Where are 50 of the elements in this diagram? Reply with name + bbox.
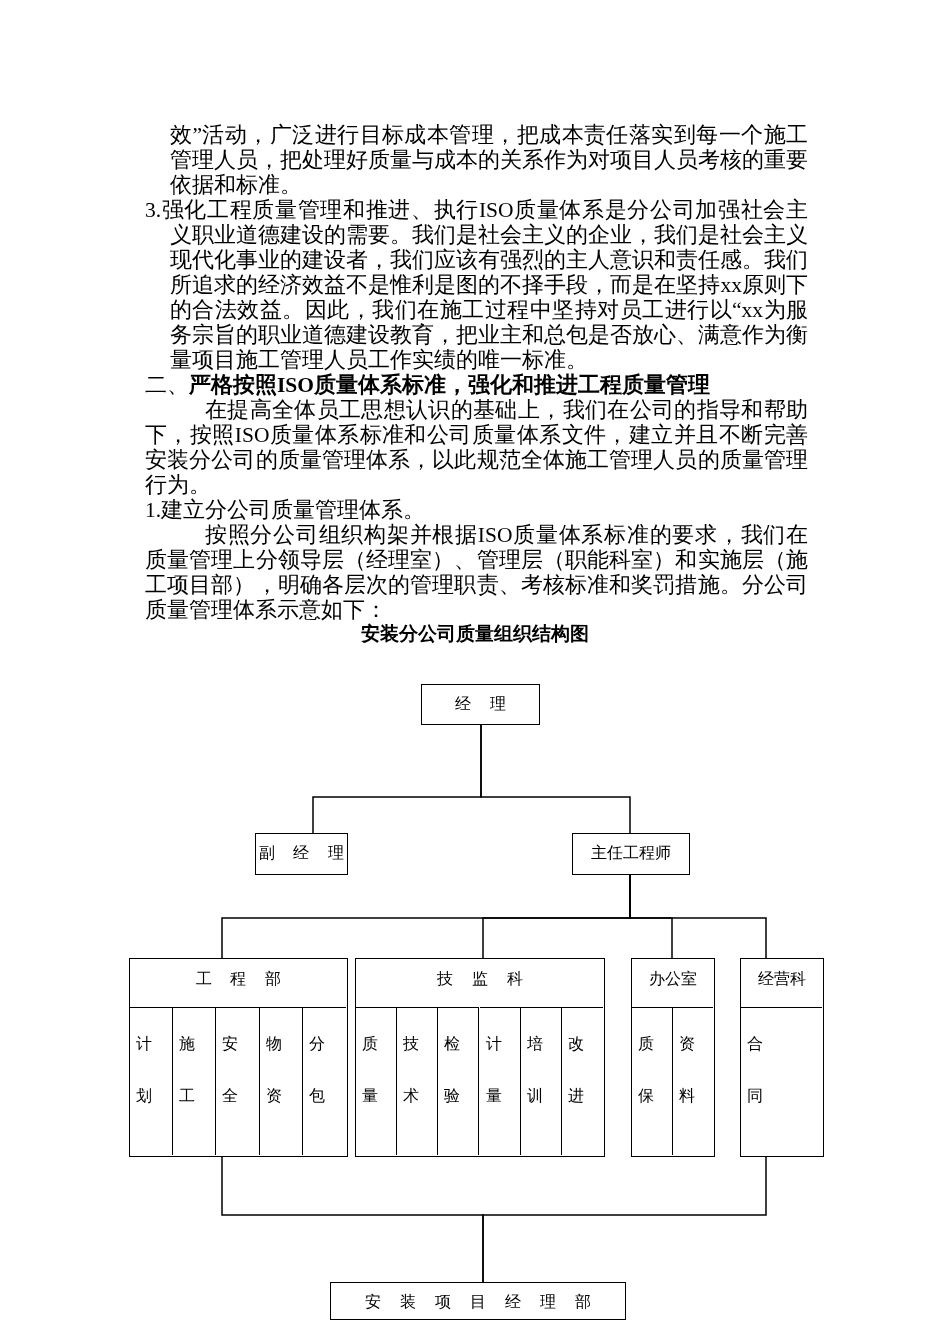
connector-line	[480, 724, 631, 834]
column-label: 资料	[678, 1033, 695, 1106]
column-label: 合同	[747, 1033, 763, 1106]
section-heading: 二、严格按照ISO质量体系标准，强化和推进工程质量管理	[145, 373, 712, 398]
column-box	[438, 1006, 480, 1155]
org-box	[572, 833, 690, 875]
department-label: 办公室	[648, 969, 698, 989]
column-box	[216, 1006, 260, 1155]
department-label: 经营科	[757, 969, 807, 989]
connector-line	[482, 1156, 767, 1283]
department-box	[355, 958, 605, 1157]
chart-title: 安装分公司质量组织结构图	[360, 622, 590, 646]
column-box	[130, 1006, 174, 1155]
paragraph: 3.强化工程质量管理和推进、执行ISO质量体系是分公司加强社会主义职业道德建设的需要。我们是社会主义的企业，我们是社会主义现代化事业的建设者，我们应该有强烈的主人意识和责任感。我们所追求的经济效益不是惟利是图的不择手段，而是在坚持xx原则下的合法效益。因此，我们在施工过程中坚持对员工进行以“xx为服务宗旨的职业道德建设教育，把业主和总包是否放心、满意作为衡量项目施工管理人员工作实绩的唯一标准。	[145, 198, 808, 373]
department-box	[129, 958, 348, 1157]
subheading: 1.建立分公司质量管理体系。	[145, 498, 427, 523]
box-label: 主任工程师	[590, 843, 672, 863]
org-box	[255, 833, 348, 875]
column-label: 安全	[222, 1033, 239, 1106]
column-box	[173, 1006, 217, 1155]
paragraph: 效”活动，广泛进行目标成本管理，把成本责任落实到每一个施工管理人员，把处理好质量与成本的关系作为对项目人员考核的重要依据和标准。	[170, 123, 808, 198]
column-box	[259, 1006, 303, 1155]
column-label: 质保	[638, 1033, 654, 1106]
column-label: 培训	[526, 1033, 543, 1106]
column-box	[632, 1006, 673, 1155]
column-label: 物资	[265, 1033, 282, 1106]
column-box	[397, 1006, 439, 1155]
connector-line	[629, 874, 767, 959]
department-label: 技 监 科	[436, 969, 524, 989]
column-label: 技术	[403, 1033, 420, 1106]
box-label: 安 装 项 目 经 理 部	[364, 1292, 592, 1312]
org-box	[330, 1282, 626, 1320]
department-box	[740, 958, 824, 1157]
column-label: 检验	[444, 1033, 461, 1106]
column-label: 分包	[308, 1033, 325, 1106]
department-label: 工 程 部	[194, 969, 283, 989]
box-label: 经 理	[454, 694, 507, 714]
column-box	[520, 1006, 562, 1155]
column-label: 改进	[567, 1033, 584, 1106]
column-box	[356, 1006, 398, 1155]
department-box	[631, 958, 715, 1157]
column-label: 计量	[485, 1033, 502, 1106]
org-box	[421, 684, 540, 725]
paragraph: 在提高全体员工思想认识的基础上，我们在公司的指导和帮助下，按照ISO质量体系标准和公司质量体系文件，建立并且不断完善安装分公司的质量管理体系，以此规范全体施工管理人员的质量管理行为。	[145, 398, 808, 498]
column-label: 施工	[179, 1033, 196, 1106]
column-label: 计划	[136, 1033, 152, 1106]
column-box	[479, 1006, 521, 1155]
column-label: 质量	[362, 1033, 378, 1106]
box-label: 副 经 理	[257, 843, 346, 863]
paragraph: 按照分公司组织构架并根据ISO质量体系标准的要求，我们在质量管理上分领导层（经理室）、管理层（职能科室）和实施层（施工项目部），明确各层次的管理职责、考核标准和奖罚措施。分公司质量管理体系示意如下：	[145, 523, 808, 623]
